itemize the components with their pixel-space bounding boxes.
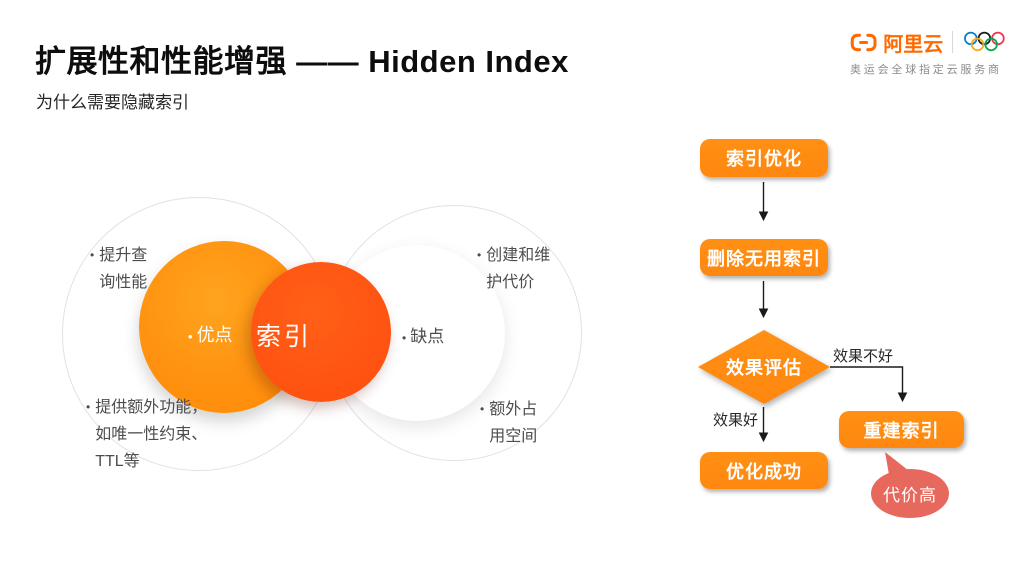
edge-label-good-effect: 效果好 [712, 412, 758, 429]
disadvantage-item-text: 创建和维护代价 [486, 247, 551, 291]
advantages-label-text: 优点 [196, 325, 233, 345]
flow-node-optimization-success: 优化成功 [700, 452, 828, 489]
advantage-item: • 提升查询性能 [90, 242, 151, 296]
disadvantages-label-text: 缺点 [410, 327, 445, 346]
disadvantages-label: • 缺点 [402, 322, 444, 347]
callout-high-cost: 代价高 [871, 469, 949, 518]
disadvantage-item: • 创建和维护代价 [477, 242, 554, 296]
arrow-bad-branch [830, 366, 908, 403]
bullet-icon: • [188, 329, 193, 344]
advantages-label: • 优点 [188, 321, 233, 347]
flow-node-index-optimization: 索引优化 [700, 139, 828, 177]
bullet-icon: • [480, 402, 485, 416]
bullet-icon: • [90, 248, 95, 262]
flow-node-rebuild-index: 重建索引 [839, 411, 964, 448]
bullet-icon: • [477, 248, 482, 262]
logo-row: 阿里云 [850, 27, 1010, 57]
page-title: 扩展性和性能增强 —— Hidden Index [35, 44, 569, 79]
flow-node-delete-unused-index: 删除无用索引 [700, 239, 828, 276]
alibaba-cloud-logo: 阿里云 奥运会全球指定云服务商 [850, 27, 1010, 77]
edge-label-bad-effect: 效果不好 [833, 348, 894, 365]
flow-decision-effect-evaluation: 效果评估 [698, 330, 830, 404]
alibaba-cloud-brackets-icon [850, 33, 877, 51]
brand-name: 阿里云 [883, 33, 944, 56]
bullet-icon: • [402, 331, 407, 345]
disadvantage-item: • 额外占用空间 [480, 396, 543, 450]
decision-diamond: 效果评估 [698, 330, 830, 404]
page-subtitle: 为什么需要隐藏索引 [36, 93, 189, 112]
bullet-icon: • [86, 400, 91, 414]
advantage-item-text: 提升查询性能 [99, 247, 148, 291]
disadvantage-item-text: 额外占用空间 [489, 401, 538, 445]
index-label: 索引 [256, 323, 313, 351]
advantage-item: • 提供额外功能，如唯一性约束、TTL等 [86, 394, 213, 475]
logo-divider [952, 31, 954, 53]
index-circle [251, 262, 391, 402]
olympic-rings-icon [964, 31, 1005, 52]
logo-caption: 奥运会全球指定云服务商 [850, 64, 1002, 76]
advantage-item-text: 提供额外功能，如唯一性约束、TTL等 [95, 399, 208, 470]
